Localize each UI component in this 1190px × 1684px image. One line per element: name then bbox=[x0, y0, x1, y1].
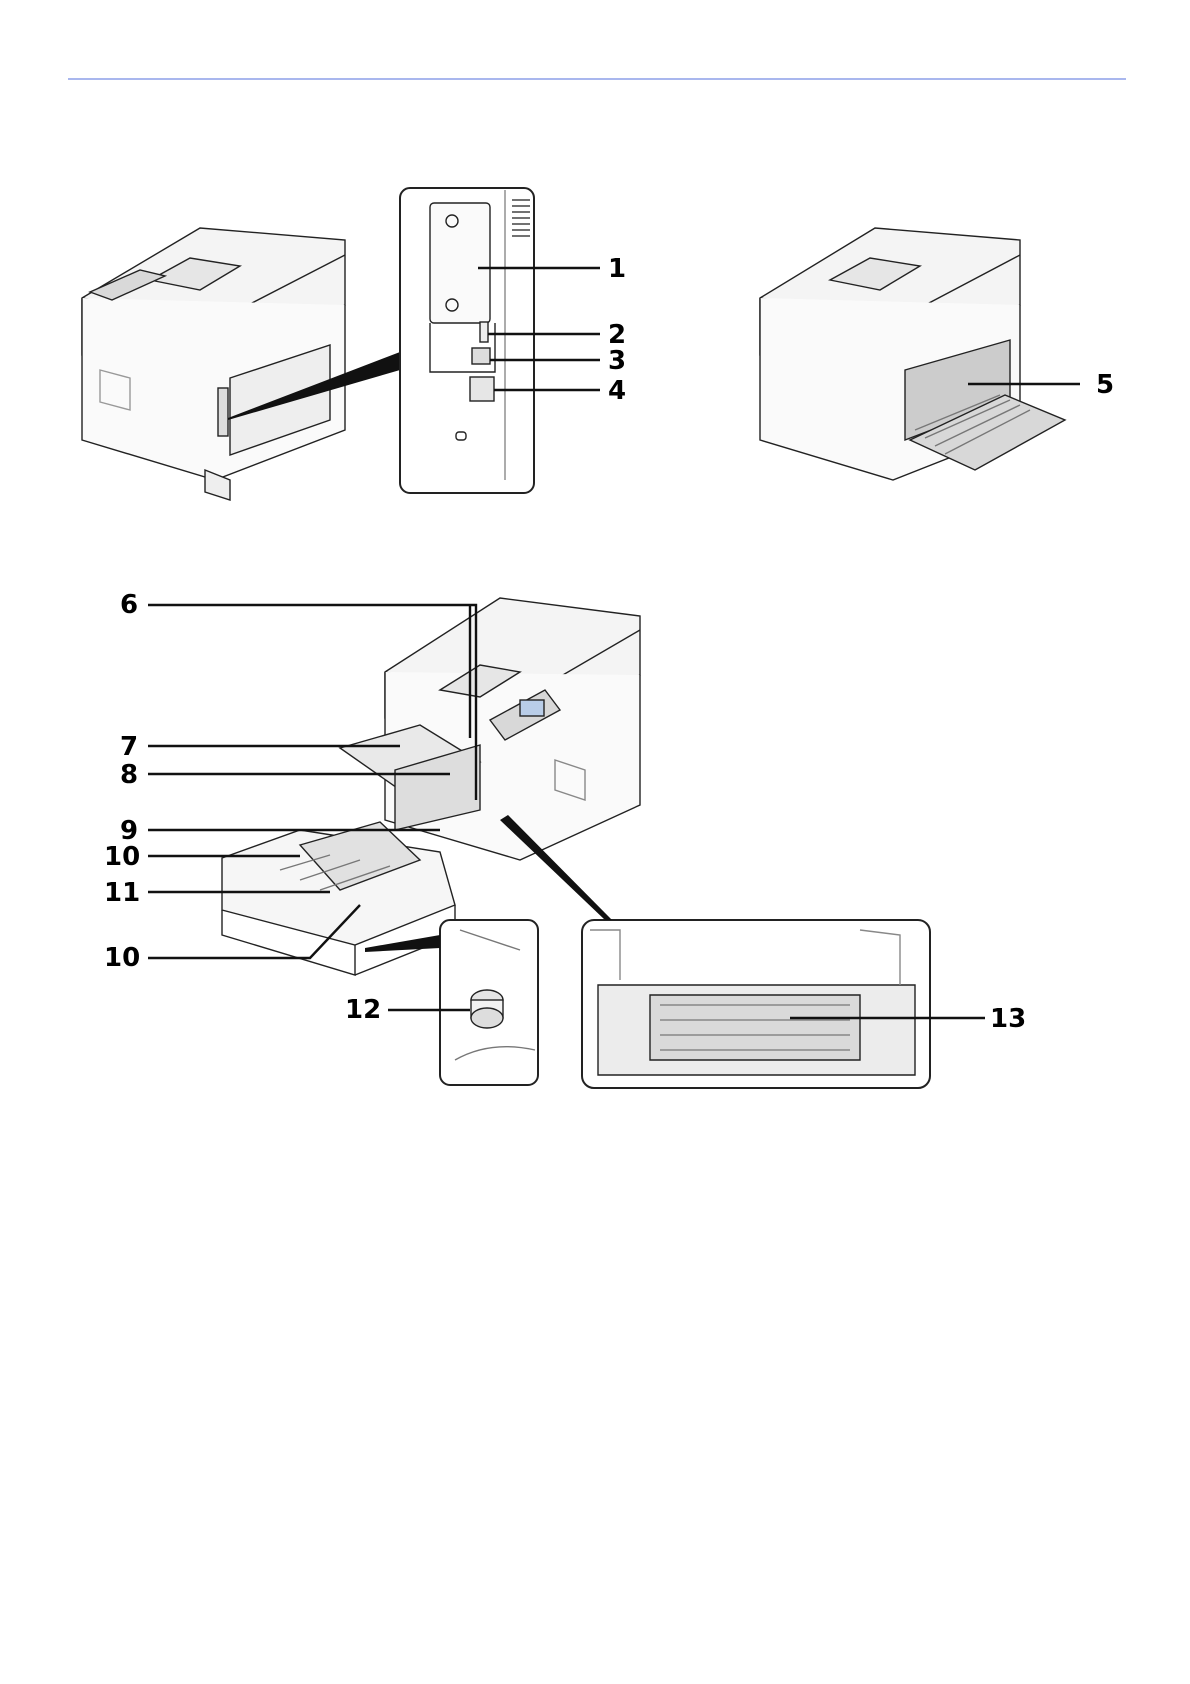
callout-2: 2 bbox=[608, 322, 626, 348]
port-detail-panel bbox=[400, 188, 534, 493]
callout-10-upper: 10 bbox=[104, 844, 140, 870]
size-dial-detail bbox=[440, 920, 538, 1085]
callout-12: 12 bbox=[345, 997, 381, 1023]
callout-8: 8 bbox=[120, 762, 138, 788]
feed-unit-detail bbox=[582, 920, 930, 1088]
printer-rear-left bbox=[82, 228, 345, 500]
callout-5: 5 bbox=[1096, 372, 1114, 398]
paper-cassette bbox=[222, 822, 455, 975]
callout-6: 6 bbox=[120, 592, 138, 618]
callout-1: 1 bbox=[608, 256, 626, 282]
callout-3: 3 bbox=[608, 348, 626, 374]
callout-11: 11 bbox=[104, 880, 140, 906]
printer-rear-right bbox=[760, 228, 1065, 480]
usb-device-port bbox=[472, 348, 490, 364]
callout-10-lower: 10 bbox=[104, 945, 140, 971]
callout-13: 13 bbox=[990, 1006, 1026, 1032]
callout-7: 7 bbox=[120, 734, 138, 760]
callout-4: 4 bbox=[608, 378, 626, 404]
callout-9: 9 bbox=[120, 818, 138, 844]
printer-front bbox=[340, 598, 640, 860]
usb-host-port bbox=[480, 322, 488, 342]
network-port bbox=[470, 377, 494, 401]
